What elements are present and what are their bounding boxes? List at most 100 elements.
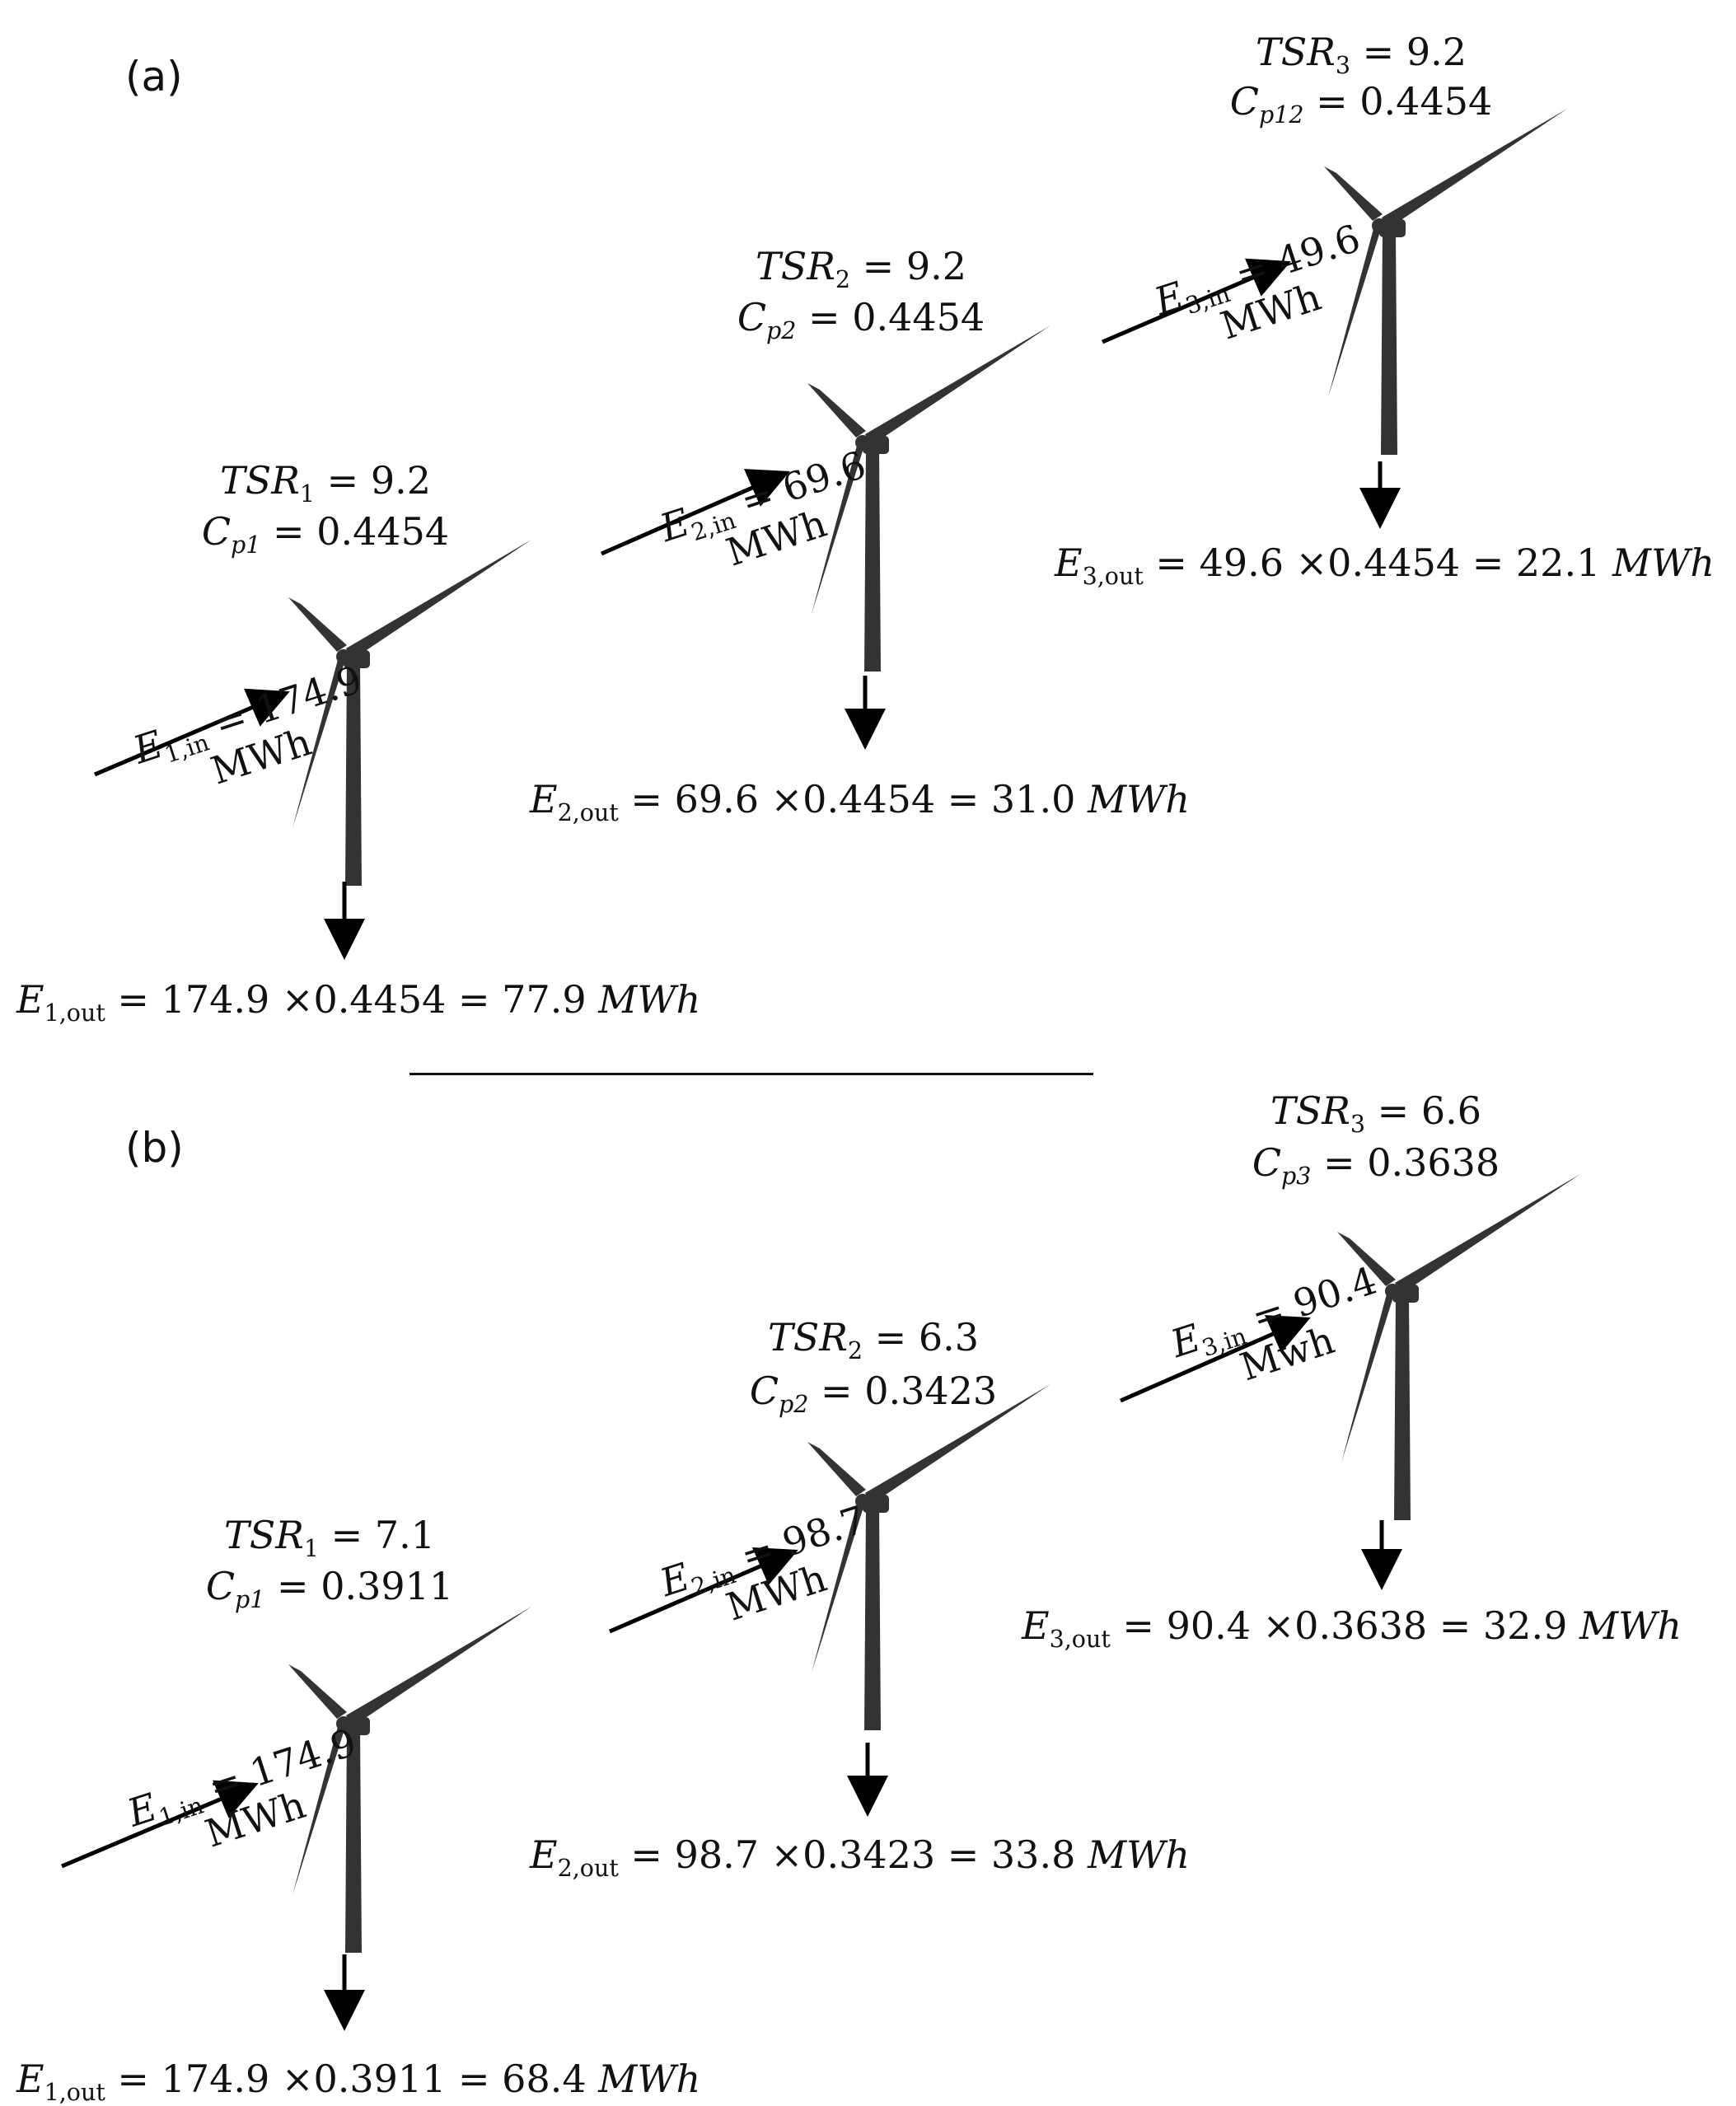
panel-label-a: (a) — [125, 53, 183, 101]
cp-label-b1: Cp1 = 0.3911 — [205, 1564, 454, 1612]
eout-expression: = 69.6 ×0.4454 = 31.0 — [630, 777, 1076, 821]
turbine-b2-tower — [864, 1506, 881, 1730]
turbine-b2-blade-lower — [812, 1501, 864, 1673]
tsr-symbol: TSR — [1256, 30, 1336, 74]
wind-arrow-a1 — [94, 688, 290, 777]
tsr-value: = 6.6 — [1377, 1088, 1481, 1133]
tsr-subscript: 1 — [299, 480, 316, 508]
tsr-label-a3: TSR3 = 9.2 — [1256, 30, 1467, 77]
turbine-b1-blade-left — [288, 1664, 347, 1719]
turbine-b1-blade-upper — [346, 1607, 531, 1727]
turbine-a1-hub — [336, 649, 351, 664]
eout-subscript: 1,out — [44, 999, 105, 1027]
eout-expression: = 49.6 ×0.4454 = 22.1 — [1155, 541, 1601, 585]
tsr-value: = 9.2 — [1362, 30, 1467, 74]
tsr-label-a1: TSR1 = 9.2 — [220, 461, 431, 506]
turbine-b2-blade-upper — [865, 1384, 1050, 1505]
panel-label-b: (b) — [125, 1124, 184, 1172]
space — [1350, 30, 1363, 74]
space — [1365, 1088, 1378, 1133]
eout-unit: MWh — [598, 977, 701, 1022]
turbine-b3-blade-upper — [1395, 1174, 1580, 1294]
space — [796, 295, 808, 339]
tsr-symbol: TSR — [224, 1513, 304, 1557]
tsr-label-b2: TSR2 = 6.3 — [768, 1318, 979, 1363]
space — [863, 1315, 875, 1360]
turbine-a2-blade-left — [807, 383, 866, 438]
space — [619, 777, 631, 821]
turbine-b2-hub — [855, 1494, 870, 1509]
turbine-b1-tower — [345, 1729, 362, 1953]
eout-label-b1: E1,out = 174.9 ×0.3911 = 68.4 MWh — [16, 2057, 700, 2104]
turbine-a3-tower — [1381, 231, 1397, 455]
space — [260, 509, 273, 554]
space — [1304, 79, 1317, 124]
turbine-a1-blade-upper — [346, 540, 531, 660]
wind-arrow-b2 — [609, 1547, 798, 1634]
wind-arrow-a3 — [1102, 258, 1291, 344]
eout-subscript: 3,out — [1049, 1625, 1111, 1653]
space — [105, 977, 118, 1022]
space — [1567, 1603, 1579, 1648]
space — [1144, 541, 1156, 585]
eout-unit: MWh — [1087, 1832, 1190, 1877]
eout-expression: = 174.9 ×0.3911 = 68.4 — [117, 2057, 587, 2101]
tsr-label-b1: TSR1 = 7.1 — [224, 1513, 435, 1561]
turbine-b3-hub — [1385, 1284, 1400, 1299]
cp-subscript: p3 — [1281, 1162, 1312, 1190]
turbine-b3-tower — [1394, 1296, 1411, 1520]
wind-arrow-b3 — [1119, 1315, 1311, 1403]
panel-separator — [409, 1073, 1093, 1075]
cp-value: = 0.4454 — [1316, 79, 1493, 124]
turbine-a1-tower — [345, 662, 362, 886]
cp-subscript: p1 — [231, 531, 261, 559]
cp-symbol: C — [737, 295, 767, 339]
turbine-a3-hub — [1372, 218, 1387, 233]
turbine-a3-blade-left — [1324, 166, 1383, 221]
cp-value: = 0.4454 — [273, 509, 450, 554]
cp-label-b2: Cp2 = 0.3423 — [749, 1369, 997, 1416]
tsr-subscript: 3 — [1335, 51, 1351, 79]
space — [264, 1564, 277, 1608]
space — [1600, 541, 1612, 585]
space — [1111, 1603, 1123, 1648]
turbine-b1-hub — [336, 1716, 351, 1731]
eout-label-a1: E1,out = 174.9 ×0.4454 = 77.9 MWh — [16, 980, 700, 1025]
cp-value: = 0.3911 — [277, 1564, 454, 1608]
cp-symbol: C — [205, 1564, 236, 1608]
eout-label-b2: E2,out = 98.7 ×0.3423 = 33.8 MWh — [530, 1836, 1190, 1880]
tsr-subscript: 3 — [1350, 1110, 1366, 1138]
energy-symbol: E — [16, 2057, 44, 2101]
energy-symbol: E — [530, 777, 558, 821]
eout-label-a2: E2,out = 69.6 ×0.4454 = 31.0 MWh — [530, 777, 1190, 825]
wind-arrow-b1 — [61, 1780, 259, 1869]
space — [1075, 1832, 1088, 1877]
cp-subscript: p2 — [779, 1390, 809, 1418]
tsr-value: = 7.1 — [330, 1513, 435, 1557]
cp-subscript: p12 — [1258, 101, 1304, 129]
cp-symbol: C — [749, 1369, 779, 1413]
energy-symbol: E — [1055, 541, 1083, 585]
tsr-value: = 9.2 — [326, 458, 431, 503]
eout-expression: = 98.7 ×0.3423 = 33.8 — [630, 1832, 1076, 1877]
turbine-a1-blade-lower — [292, 657, 345, 828]
eout-subscript: 2,out — [557, 798, 619, 826]
energy-symbol: E — [16, 977, 44, 1022]
turbine-a3-blade-lower — [1328, 226, 1381, 397]
eout-expression: = 174.9 ×0.4454 = 77.9 — [117, 977, 587, 1022]
eout-unit: MWh — [1579, 1603, 1682, 1648]
tsr-value: = 9.2 — [862, 244, 966, 288]
eout-unit: MWh — [1612, 541, 1715, 585]
turbine-a3-blade-upper — [1382, 109, 1567, 229]
eout-label-b3: E3,out = 90.4 ×0.3638 = 32.9 MWh — [1022, 1607, 1682, 1651]
tsr-value: = 6.3 — [874, 1315, 979, 1360]
cp-value: = 0.4454 — [808, 295, 985, 339]
turbine-a2-hub — [855, 435, 870, 450]
cp-value: = 0.3638 — [1323, 1140, 1500, 1185]
tsr-symbol: TSR — [756, 244, 835, 288]
cp-subscript: p2 — [766, 316, 797, 344]
eout-subscript: 3,out — [1082, 562, 1144, 590]
tsr-symbol: TSR — [220, 458, 300, 503]
